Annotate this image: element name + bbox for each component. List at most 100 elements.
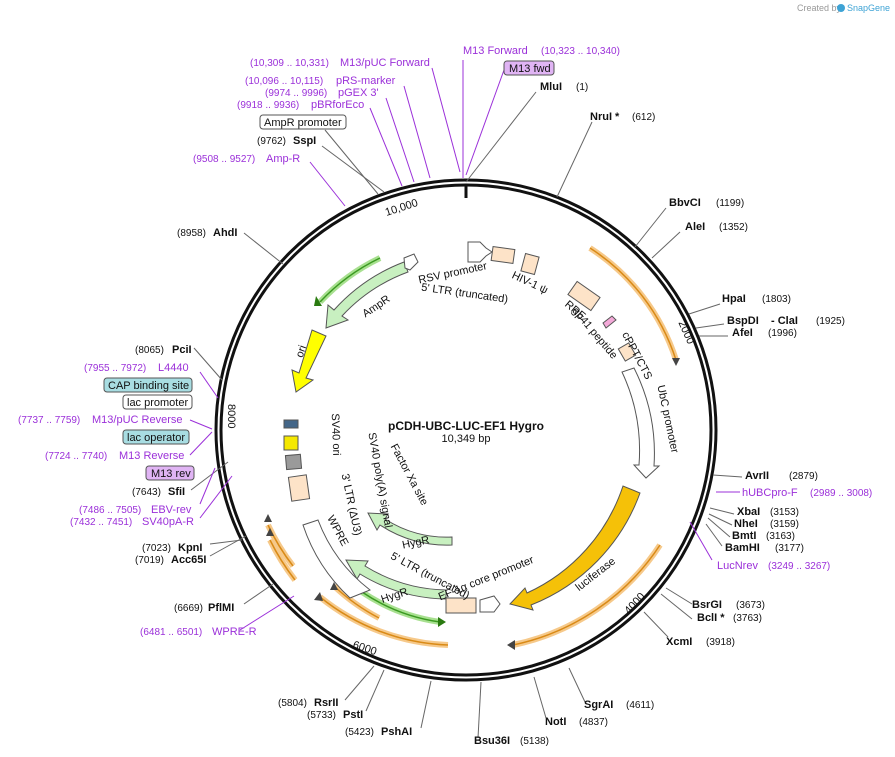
primer-m13-forward: M13 Forward [463,45,528,57]
primer-pgex3: pGEX 3' [338,87,379,99]
site-sfii: SfiI [168,486,185,498]
site-nhei: NheI [734,518,758,530]
primer-wpre-r: WPRE-R [212,626,257,638]
feature-ampr-promoter [403,253,419,271]
feature-hiv1-psi [520,252,540,276]
site-avrii: AvrII [745,470,769,482]
site-pcii-pos: (8065) [135,345,164,356]
site-avrii-pos: (2879) [789,471,818,482]
primer-lucnrev-pos: (3249 .. 3267) [768,561,830,572]
primer-pgex3-pos: (9974 .. 9996) [265,88,327,99]
site-kpni: KpnI [178,542,202,554]
lac-promoter-box [122,394,193,410]
orf-arrow-8 [438,617,446,627]
lac-operator-box [122,429,190,445]
site-xbai: XbaI [737,506,760,518]
orf-arrow-1 [672,358,680,366]
site-ahdi: AhdI [213,227,237,239]
site-bsrgi: BsrGI [692,599,722,611]
feature-label-hygr-inner: HygR [401,534,430,551]
primer-m13-fwd: M13 fwd [509,63,551,75]
site-sfii-pos: (7643) [132,487,161,498]
site-psti: PstI [343,709,363,721]
snapgene-logo-icon [837,4,845,12]
site-bamhi: BamHI [725,542,760,554]
site-sgrai-pos: (4611) [626,700,654,711]
site-bsu36i: Bsu36I [474,735,510,747]
site-afei-pos: (1996) [768,328,797,339]
cap-binding-label: CAP binding site [108,380,189,392]
primer-m13-puc-fwd: M13/pUC Forward [340,57,430,69]
primer-pbrforeco: pBRforEco [311,99,364,111]
site-sspi: SspI [293,135,316,147]
feature-ef1a [479,595,501,613]
site-hpai: HpaI [722,293,746,305]
site-rsrii-pos: (5804) [278,698,307,709]
site-pcii: PciI [172,344,192,356]
primer-ampr: Amp-R [266,153,300,165]
primer-hubcpro-f-pos: (2989 .. 3008) [810,488,872,499]
site-bsrgi-pos: (3673) [736,600,765,611]
feature-label-ubc: UbC promoter [654,384,680,454]
feature-luciferase [509,485,641,611]
cap-binding-box [103,377,193,393]
primer-sv40pa-r-pos: (7432 .. 7451) [70,517,132,528]
orf-arrow-4 [264,514,272,522]
site-bcli: BclI * [697,612,725,624]
primer-m13-reverse: M13 Reverse [119,450,184,462]
site-pflmi: PflMI [208,602,234,614]
feature-label-factorxa: Factor Xa site [388,442,430,508]
primer-prs-marker: pRS-marker [336,75,396,87]
primer-lucnrev: LucNrev [717,560,758,572]
feature-5ltr-bottom [445,597,477,614]
site-bspdi-pos: (1925) [816,316,845,327]
feature-sv40-ori [284,453,303,471]
orf-arrow-2 [507,640,515,650]
site-pshai-pos: (5423) [345,727,374,738]
feature-3ltr [287,474,311,502]
map-size: 10,349 bp [442,433,491,445]
site-xcmi: XcmI [666,636,692,648]
primer-l4440: L4440 [158,362,189,374]
site-xbai-pos: (3153) [770,507,799,518]
primer-ebv-rev: EBV-rev [151,504,192,516]
feature-lac-group [283,419,299,429]
feature-label-5ltr-top: 5' LTR (truncated) [420,282,508,306]
feature-ampr [325,261,409,329]
site-rsrii: RsrII [314,697,338,709]
site-kpni-pos: (7023) [142,543,171,554]
site-acc65i: Acc65I [171,554,206,566]
site-pshai: PshAI [381,726,412,738]
site-bcli-pos: (3763) [733,613,762,624]
lac-promoter-label: lac promoter [127,397,188,409]
primer-m13-reverse-pos: (7724 .. 7740) [45,451,107,462]
orf-arrow-6 [330,582,338,590]
primer-wpre-r-pos: (6481 .. 6501) [140,627,202,638]
primer-lines [189,60,740,631]
leader-lines [190,91,743,739]
feature-label-hygr-outer: HygR [380,586,410,606]
feature-5ltr-top [490,245,516,265]
feature-cppt [617,342,637,362]
site-mlui: MluI [540,81,562,93]
feature-gp41 [602,315,617,329]
primer-hubcpro-f: hUBCpro-F [742,487,798,499]
site-xcmi-pos: (3918) [706,637,735,648]
credit-prefix: Created by [797,3,842,13]
feature-ori [291,329,327,393]
feature-wpre [302,519,371,599]
site-noti: NotI [545,716,566,728]
site-mlui-pos: (1) [576,82,588,93]
feature-label-sv40ori: SV40 ori [329,413,342,456]
primer-prs-marker-pos: (10,096 .. 10,115) [245,76,323,87]
orf-arcs [265,245,679,648]
site-bsu36i-pos: (5138) [520,736,549,747]
primer-m13-rev: M13 rev [151,468,191,480]
primer-m13-puc-fwd-pos: (10,309 .. 10,331) [250,58,329,69]
feature-rsv-promoter [467,241,493,263]
feature-hygr-outer [345,559,447,600]
backbone-outer [214,178,718,682]
site-clai: - ClaI [771,315,798,327]
primer-m13-fwd-box [503,60,555,76]
ampr-promoter-label: AmpR promoter [264,117,342,129]
